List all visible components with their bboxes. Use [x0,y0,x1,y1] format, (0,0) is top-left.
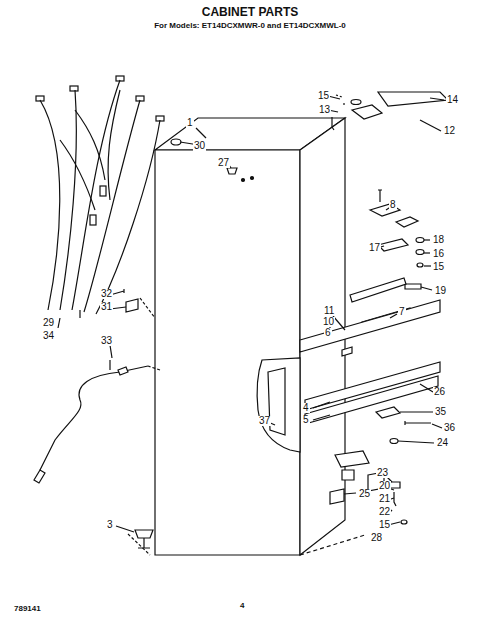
callout-number: 1 [186,118,194,128]
callout-number: 10 [322,317,335,327]
callout-number: 30 [193,141,206,151]
callout-number: 6 [324,328,332,338]
callout-number: 26 [433,387,446,397]
callout-number: 12 [443,126,456,136]
callout-number: 7 [398,307,406,317]
drawing-number: 789141 [14,605,41,613]
callout-number: 24 [436,438,449,448]
callout-number: 5 [302,415,310,425]
callout-number: 27 [217,158,230,168]
callout-number: 18 [432,235,445,245]
callout-number: 15 [378,520,391,530]
callout-number: 25 [358,489,371,499]
callout-number: 19 [434,286,447,296]
callout-number: 15 [432,262,445,272]
callout-number: 32 [100,289,113,299]
callout-number: 31 [100,302,113,312]
callout-number: 22 [378,507,391,517]
callout-number: 16 [432,249,445,259]
callout-number: 4 [302,403,310,413]
title: CABINET PARTS [0,6,500,18]
callout-number: 23 [376,468,389,478]
callout-number: 3 [106,520,114,530]
callout-number: 20 [378,481,391,491]
callout-number: 21 [378,494,391,504]
callout-number: 35 [434,407,447,417]
callout-number: 14 [446,95,459,105]
callout-number: 11 [323,306,335,316]
page-number: 4 [240,602,244,610]
callout-number: 28 [370,533,383,543]
callout-number: 36 [443,423,456,433]
callout-number: 8 [389,200,397,210]
callout-number: 17 [368,243,381,253]
callout-number: 34 [42,331,55,341]
callout-number: 29 [42,318,55,328]
callout-number: 15 [317,91,330,101]
callout-number: 33 [100,336,113,346]
callout-number: 13 [318,105,331,115]
model-note: For Models: ET14DCXMWR-0 and ET14DCXMWL-… [154,22,346,30]
callout-number: 37 [258,416,271,426]
